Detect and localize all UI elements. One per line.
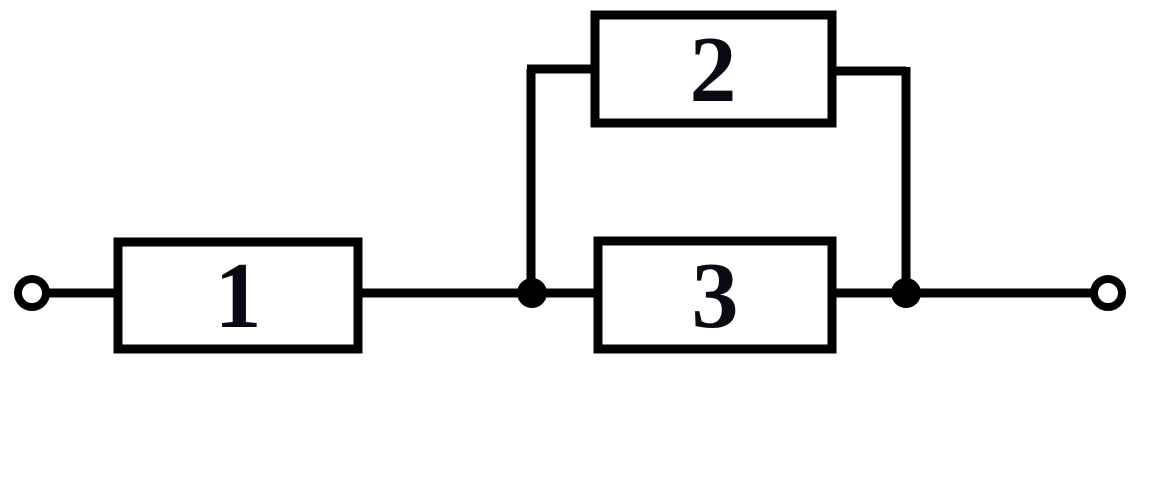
terminal-right-open-circle-icon[interactable]	[1090, 275, 1126, 311]
block-2-label: 2	[690, 18, 737, 122]
junction-left-dot	[517, 278, 547, 308]
block-3-label: 3	[692, 244, 739, 348]
block-3-rect[interactable]	[593, 236, 837, 354]
block-2-rect[interactable]	[590, 10, 837, 128]
wire-layer	[48, 64, 1092, 298]
block-1[interactable]: 1	[113, 237, 363, 354]
block-2[interactable]: 2	[590, 10, 837, 128]
block-1-label: 1	[215, 244, 262, 348]
junction-right-dot	[891, 278, 921, 308]
block-1-rect[interactable]	[113, 237, 363, 354]
terminal-left-open-circle-icon[interactable]	[14, 275, 50, 311]
block-3[interactable]: 3	[593, 236, 837, 354]
